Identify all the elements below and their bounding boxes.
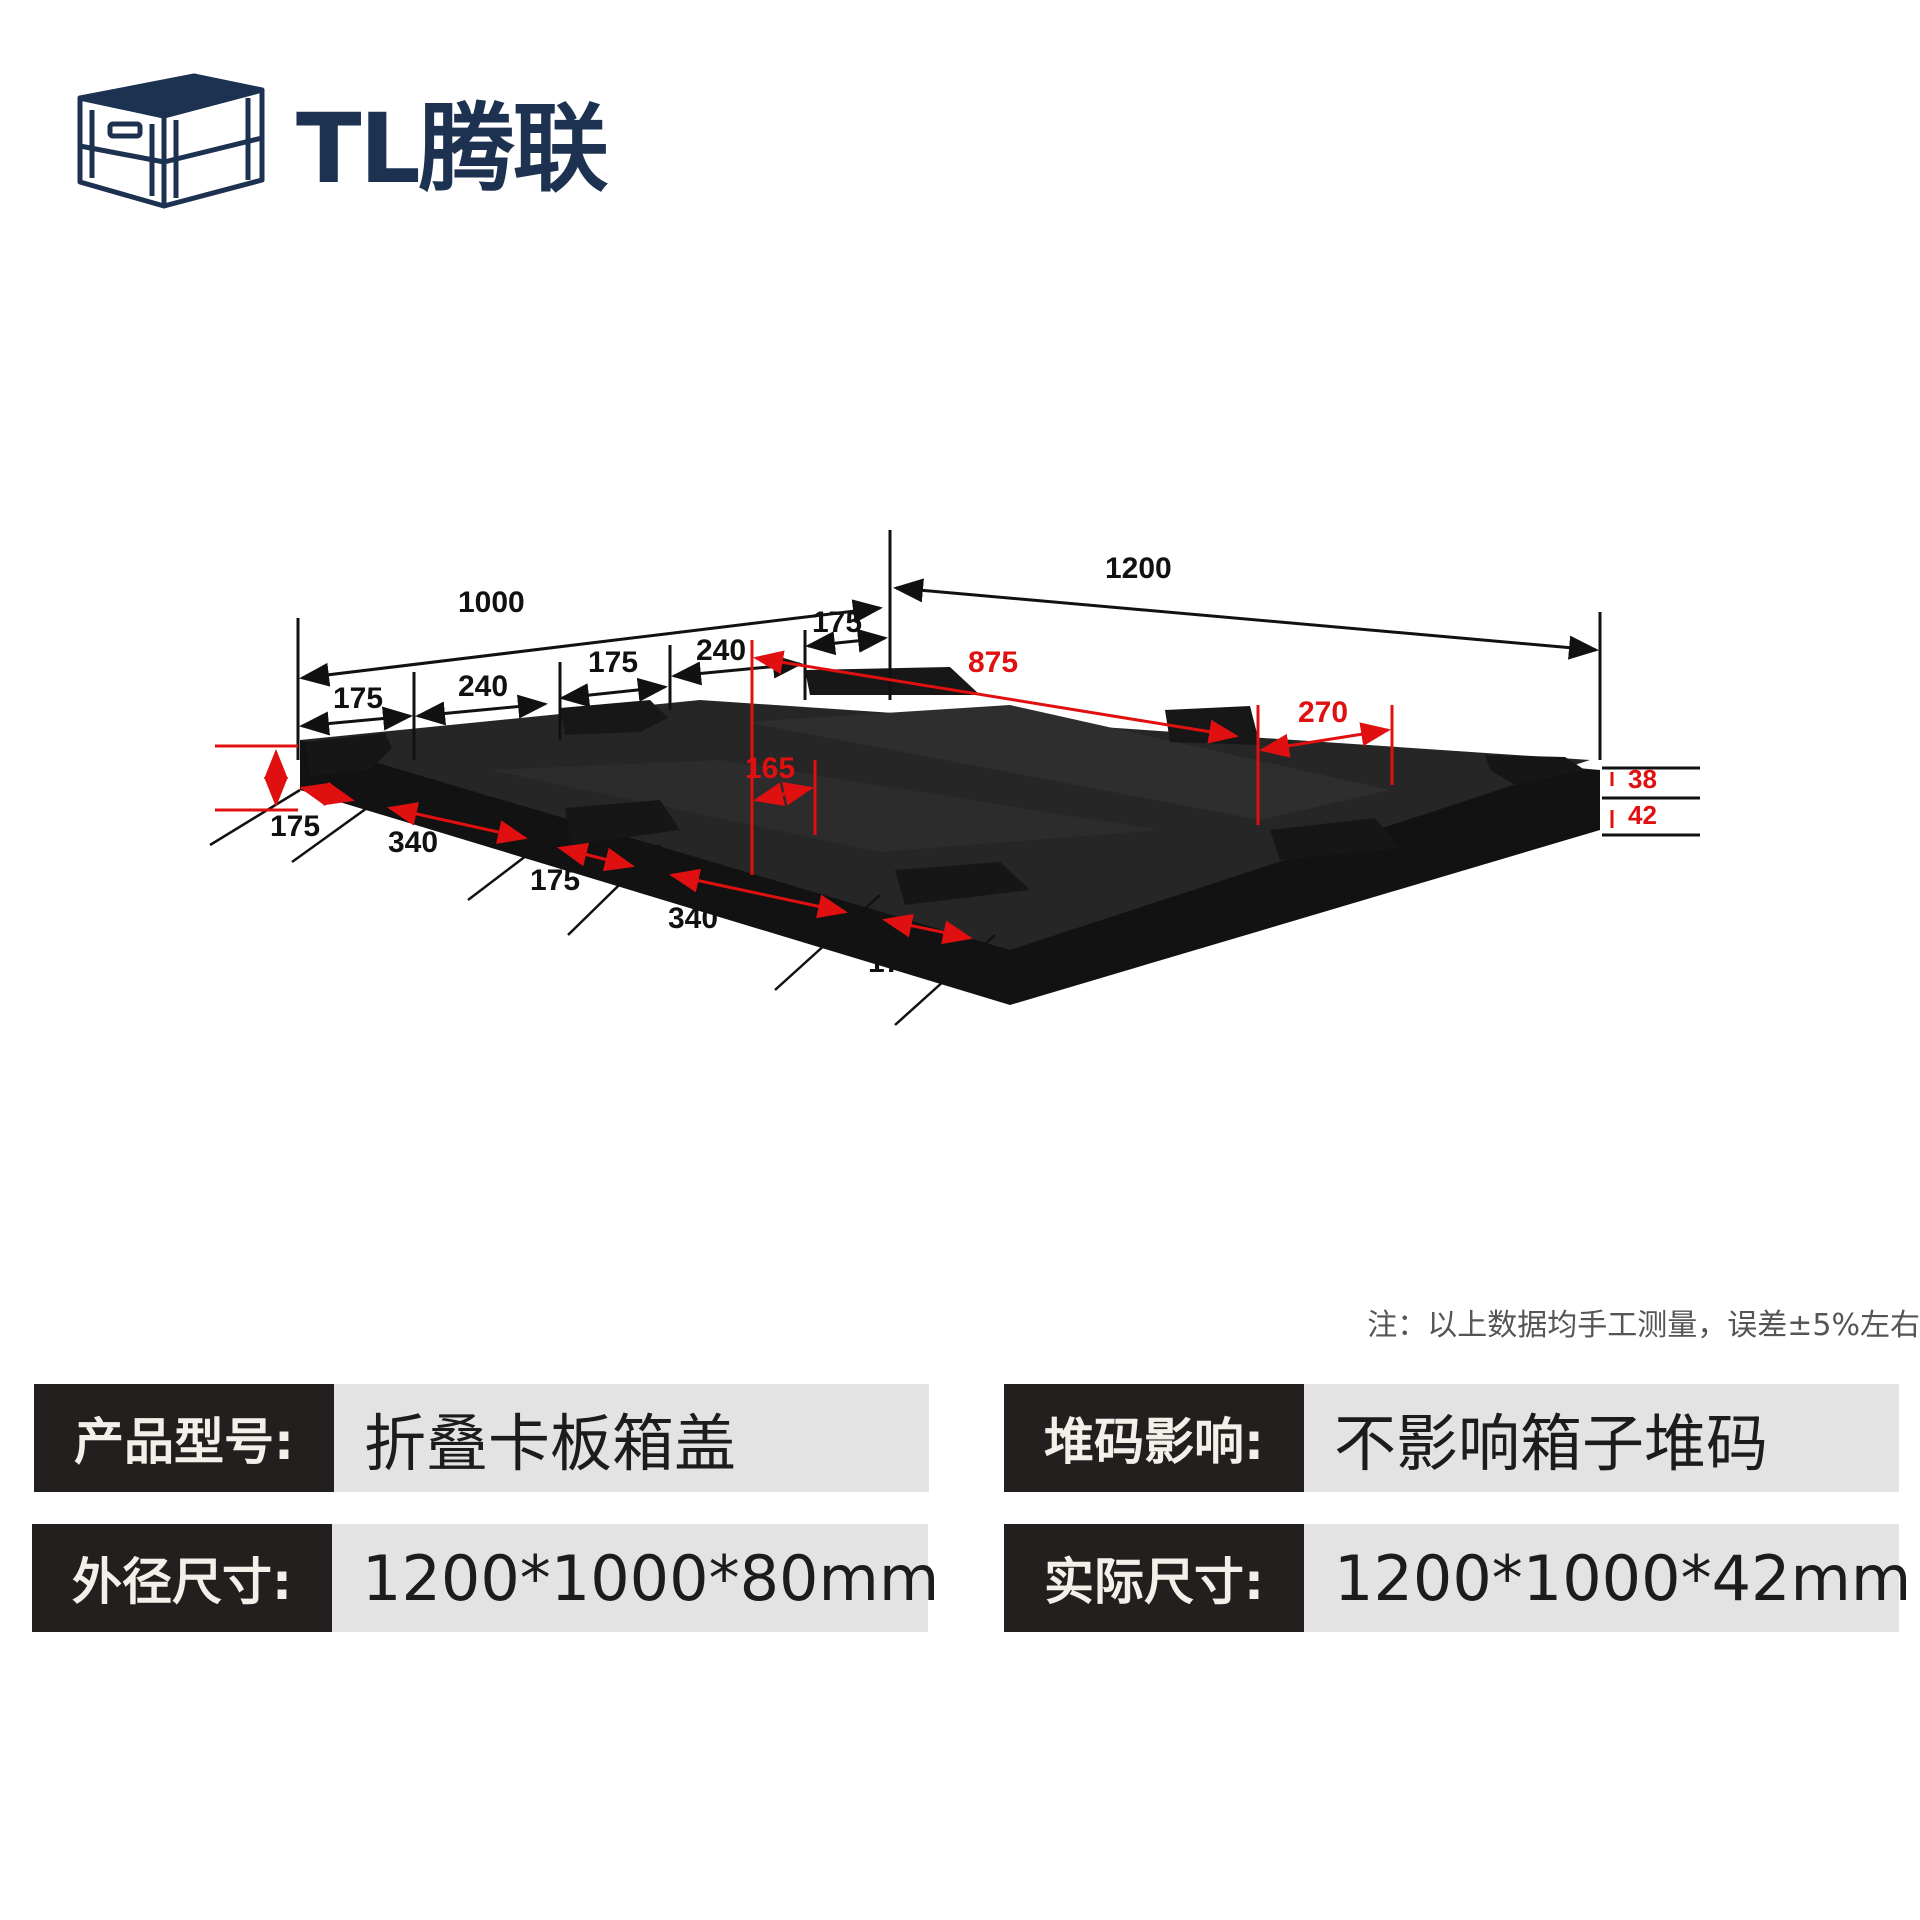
dim-side-175-c: 175 [868,946,918,979]
dim-side-175-b: 175 [530,864,580,897]
spec-label: 外径尺寸: [32,1524,332,1632]
dim-side-340-a: 340 [388,826,438,859]
measurement-note: 注：以上数据均手工测量，误差±5%左右 [1367,1308,1920,1343]
dim-front-240-b: 240 [696,634,746,667]
spec-outer-size: 外径尺寸: 1200*1000*80mm [32,1524,939,1632]
spec-model: 产品型号: 折叠卡板箱盖 [34,1384,929,1492]
spec-label: 实际尺寸: [1004,1524,1304,1632]
spec-stacking: 堆码影响: 不影响箱子堆码 [1004,1384,1899,1492]
spec-value: 1200*1000*42mm [1304,1524,1911,1632]
dim-42: 42 [1628,800,1657,830]
spec-label: 产品型号: [34,1384,334,1492]
dim-270: 270 [1298,696,1348,729]
dim-1200: 1200 [1105,552,1172,585]
spec-value: 折叠卡板箱盖 [334,1384,929,1492]
pallet-lid [300,667,1600,1005]
dim-875: 875 [968,646,1018,679]
dim-side-175-a: 175 [270,810,320,843]
dim-1000: 1000 [458,586,525,619]
dim-front-175-c: 175 [812,606,862,639]
dim-165: 165 [745,752,795,785]
spec-value: 不影响箱子堆码 [1304,1384,1899,1492]
dim-front-240-a: 240 [458,670,508,703]
dim-front-175-a: 175 [333,682,383,715]
dim-38: 38 [1628,764,1657,794]
lid-dimension-diagram: 1000 1200 175 240 175 240 175 875 270 16… [209,530,1700,1026]
brand-name: TL腾联 [296,92,609,205]
dim-side-340-b: 340 [668,902,718,935]
crate-icon [77,73,265,209]
spec-actual-size: 实际尺寸: 1200*1000*42mm [1004,1524,1911,1632]
brand-header: TL腾联 [76,70,609,210]
spec-label: 堆码影响: [1004,1384,1304,1492]
dim-front-175-b: 175 [588,646,638,679]
spec-value: 1200*1000*80mm [332,1524,939,1632]
